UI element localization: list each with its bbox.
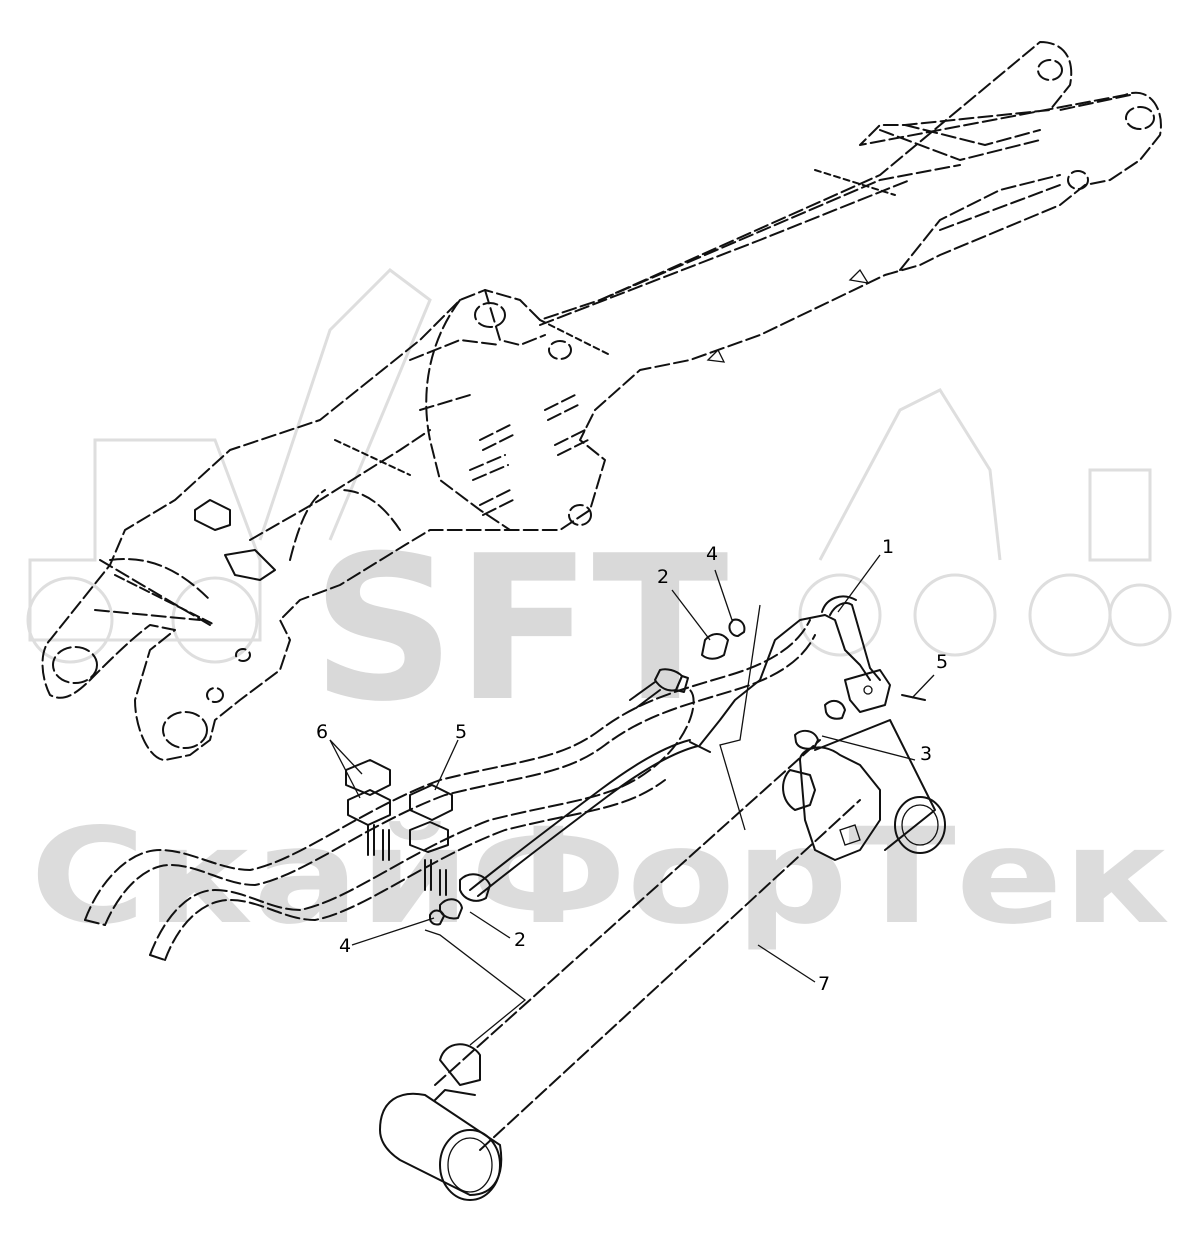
- boom-outline: [41, 41, 1162, 761]
- hydraulic-cylinder: [379, 719, 946, 1201]
- callout-3: 3: [920, 743, 932, 765]
- callout-6: 6: [316, 721, 328, 743]
- leader-lines: [329, 554, 935, 983]
- watermark-brand: SFT: [311, 513, 728, 746]
- watermark-company: СкайФорТек: [30, 800, 1170, 954]
- callout-7: 7: [818, 973, 830, 995]
- callout-5-left: 5: [455, 721, 467, 743]
- callout-2-lower: 2: [514, 929, 526, 951]
- watermark-machine-icons: [26, 268, 1172, 664]
- hydraulic-tubes: [424, 595, 926, 1046]
- callout-1: 1: [882, 536, 894, 558]
- clamps-and-bolts: [345, 759, 453, 896]
- callouts: 1 2 4 5 3 6 5 4 2 7: [316, 536, 948, 995]
- callout-4-upper: 4: [706, 543, 718, 565]
- callout-4-lower: 4: [339, 935, 351, 957]
- watermark: SFT СкайФорТек: [26, 268, 1172, 954]
- callout-5-right: 5: [936, 651, 948, 673]
- callout-2-upper: 2: [657, 566, 669, 588]
